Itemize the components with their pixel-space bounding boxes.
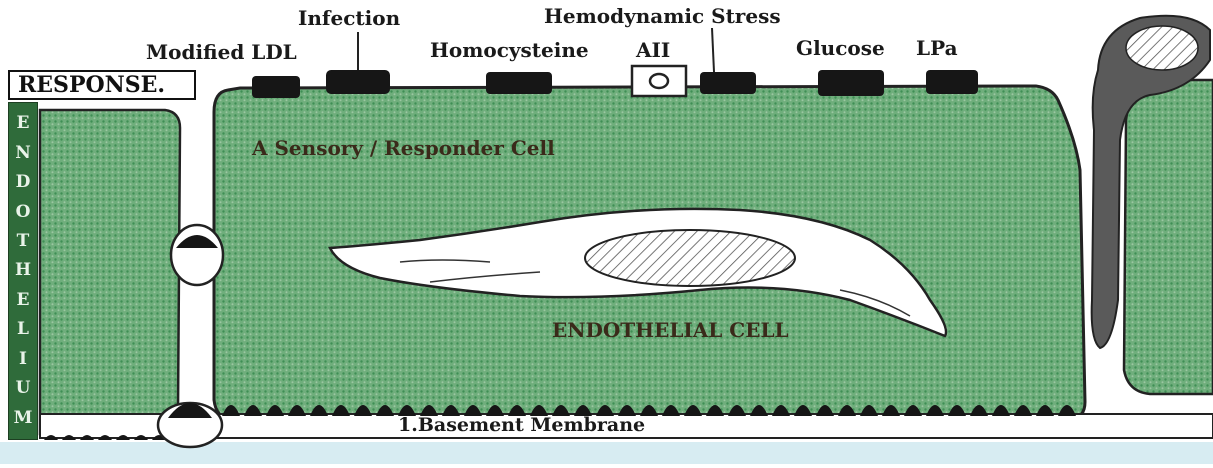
right-process-nucleus [1126, 26, 1198, 70]
label-endothelial-cell: ENDOTHELIAL CELL [552, 318, 789, 342]
receptor-infection [326, 70, 390, 94]
response-box: RESPONSE. [8, 70, 196, 100]
endothelium-letter: N [15, 145, 31, 162]
label-modified-ldl: Modified LDL [146, 40, 297, 64]
receptor-aii-ring [650, 74, 668, 88]
label-glucose: Glucose [796, 36, 885, 60]
receptor-modified-ldl [252, 76, 300, 98]
endothelium-letter: T [17, 233, 30, 250]
endothelium-letter: M [14, 410, 33, 427]
label-basement-membrane: 1.Basement Membrane [398, 414, 645, 436]
right-neighbor-cell [1124, 80, 1213, 394]
endothelium-letter: U [16, 380, 31, 397]
label-aii: AII [636, 38, 670, 62]
label-infection: Infection [298, 6, 400, 30]
endothelium-letter: E [17, 292, 30, 309]
pointer-hemodynamic [712, 28, 714, 72]
left-neighbor-cell [40, 110, 180, 434]
endothelium-letter: I [19, 351, 27, 368]
endothelium-letter: O [16, 204, 31, 221]
endothelium-letter: H [15, 262, 31, 279]
endothelium-letter: D [16, 174, 31, 191]
receptor-lpa [926, 70, 978, 94]
label-homocysteine: Homocysteine [430, 38, 589, 62]
endothelium-letter: L [17, 321, 29, 338]
label-sensory-cell: A Sensory / Responder Cell [252, 136, 555, 160]
receptor-homocysteine [486, 72, 552, 94]
leukocyte-upper [171, 225, 223, 285]
receptor-hemodynamic [700, 72, 756, 94]
nucleus [585, 230, 795, 286]
receptor-glucose [818, 70, 884, 96]
label-hemodynamic-stress: Hemodynamic Stress [544, 4, 781, 28]
label-lpa: LPa [916, 36, 958, 60]
endothelium-letter: E [17, 115, 30, 132]
